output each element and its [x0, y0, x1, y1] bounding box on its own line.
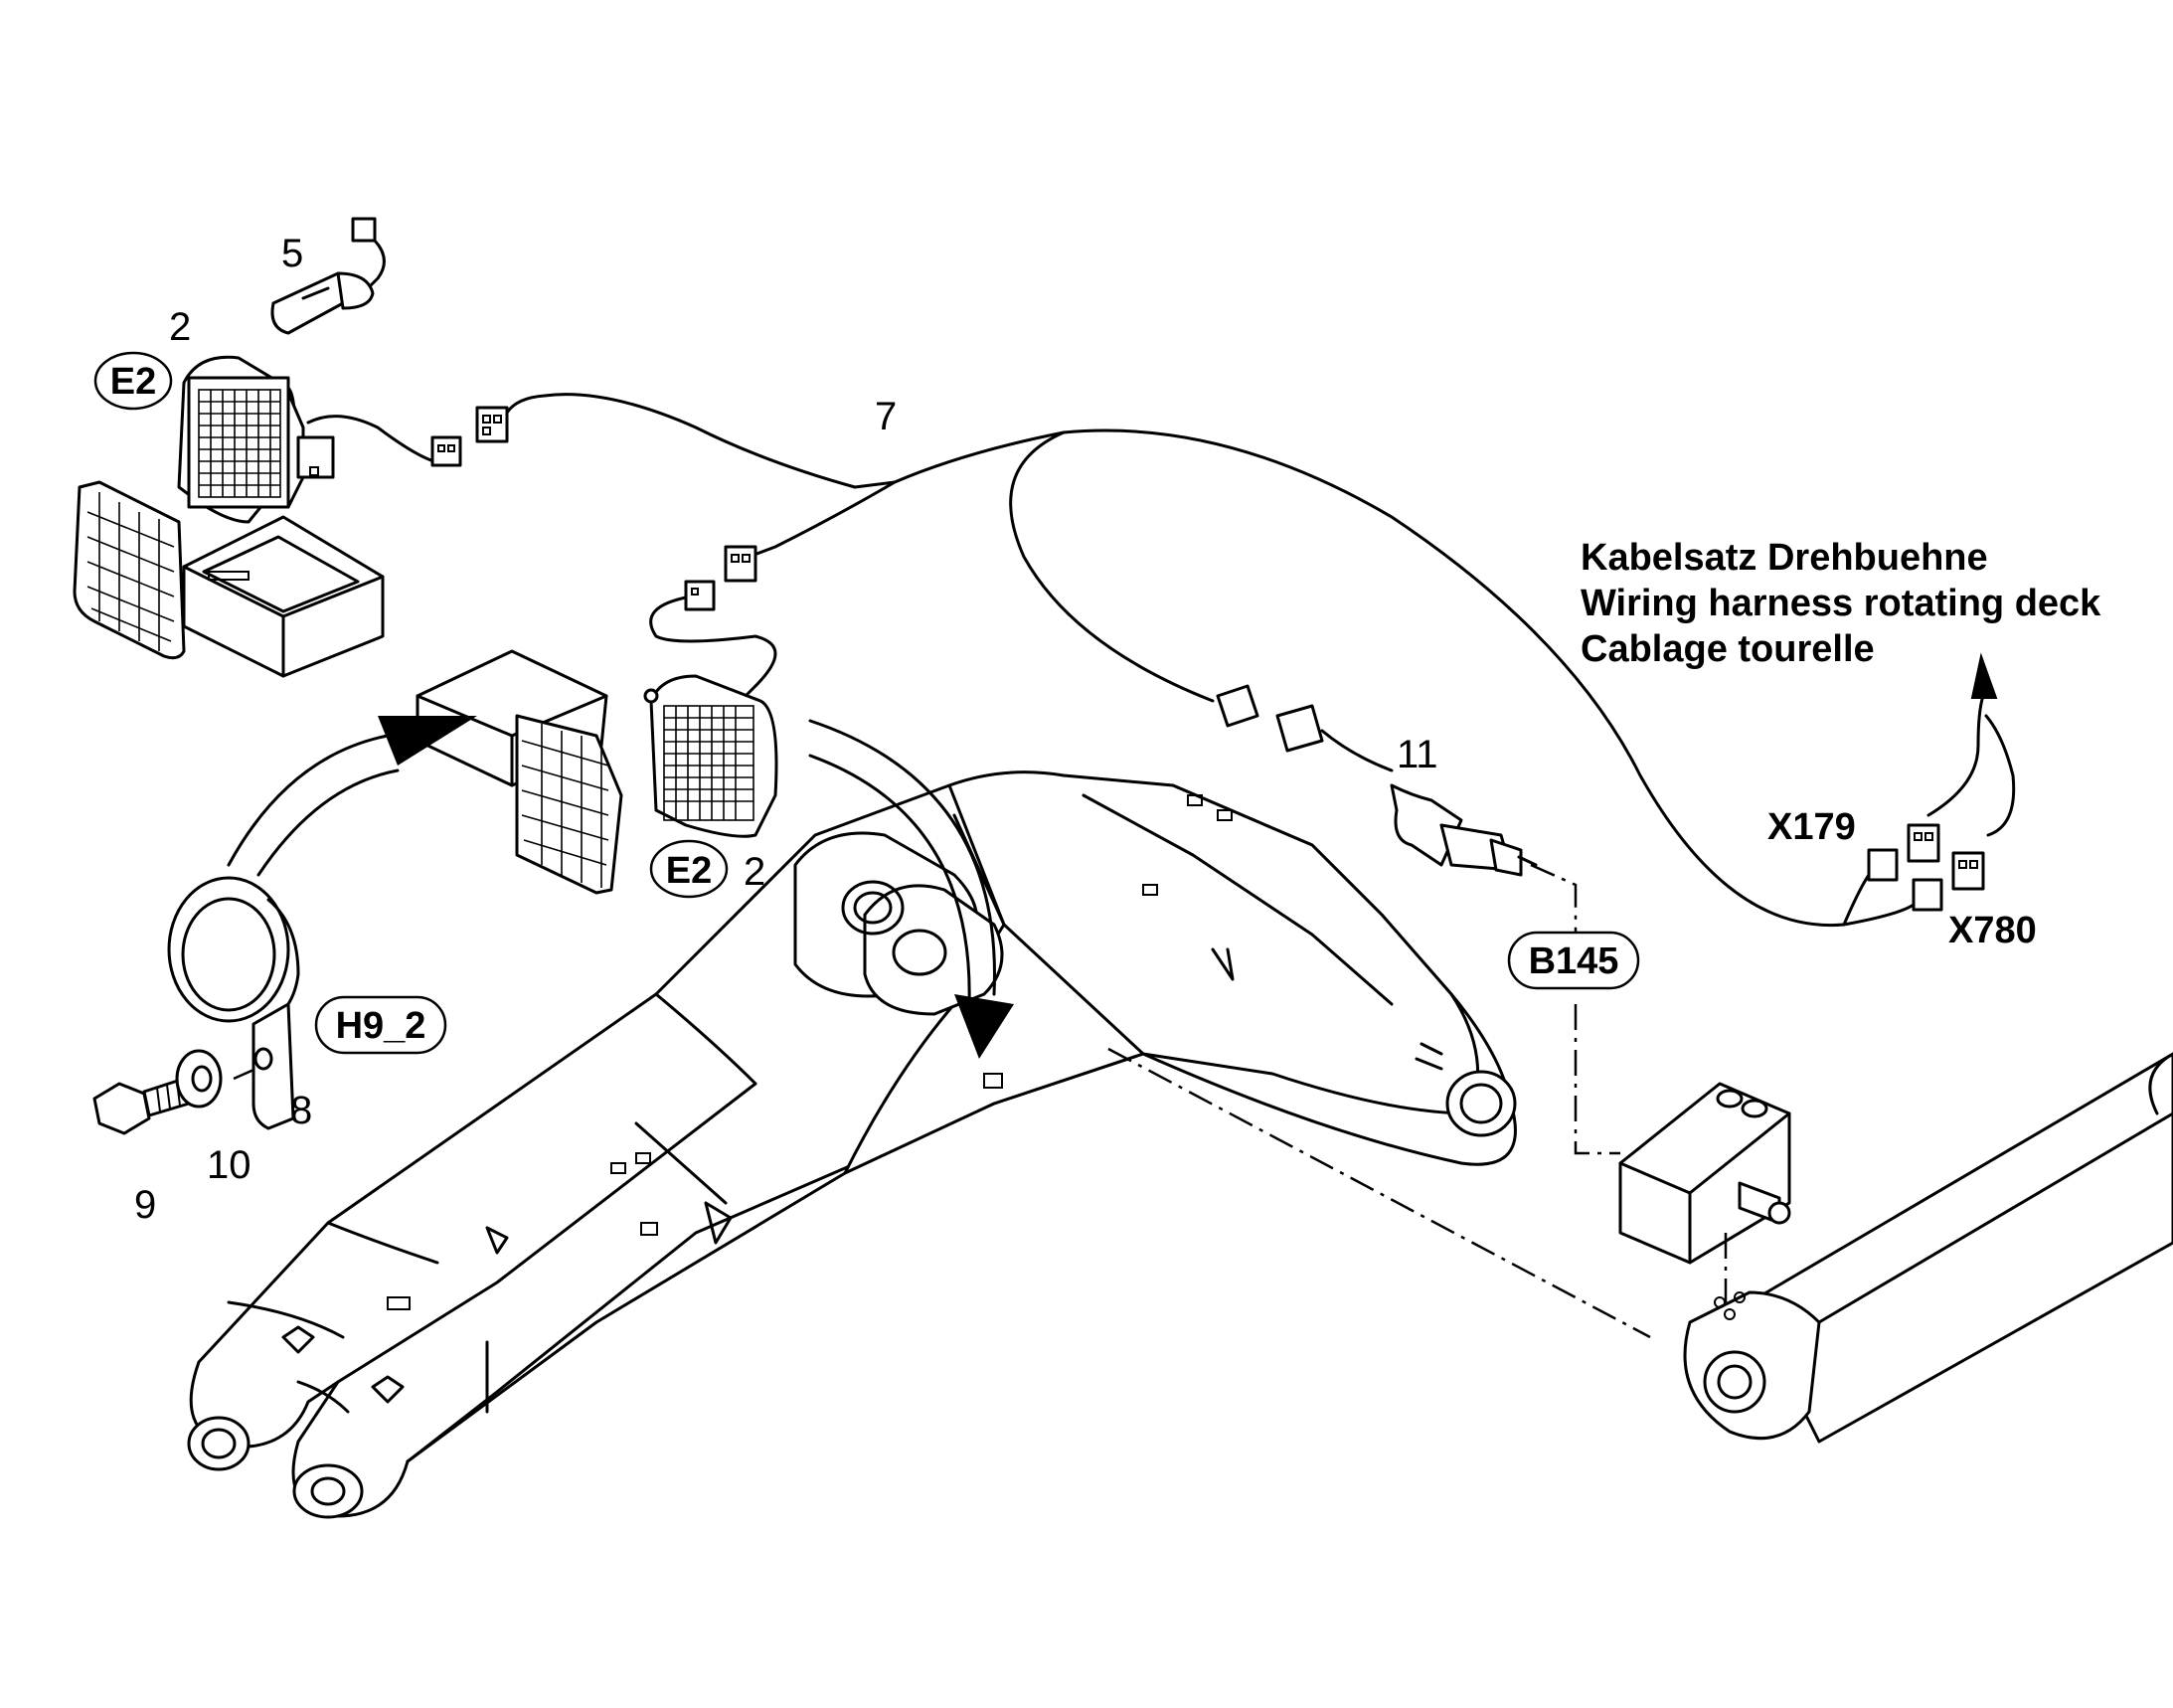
bubble-b145: B145	[1507, 931, 1640, 990]
valve-block-b145	[1618, 1082, 1791, 1265]
bubble-e2-mid-label: E2	[666, 850, 712, 892]
callout-2-top: 2	[169, 305, 191, 349]
connector-x179	[1867, 823, 1940, 882]
bubble-e2-top-label: E2	[110, 361, 156, 403]
washer	[175, 1049, 223, 1109]
wiring-harness	[306, 237, 2016, 928]
connector-x780	[1912, 851, 1985, 912]
hydraulic-cylinder	[1683, 1052, 2173, 1444]
callout-10: 10	[207, 1143, 251, 1187]
callout-11: 11	[1397, 733, 1438, 776]
connector-pair-top-lamp	[430, 406, 509, 467]
bubble-e2-mid: E2	[649, 839, 729, 899]
connector-label-x780: X780	[1948, 910, 2037, 951]
boom-arm	[187, 770, 1517, 1519]
bubble-b145-label: B145	[1529, 940, 1619, 982]
bubble-h9-2: H9_2	[314, 995, 447, 1055]
horn	[167, 876, 300, 1130]
lamp-bulb	[270, 217, 377, 335]
connector-pair-sensor	[1216, 684, 1394, 772]
assembly-arrows	[227, 716, 1014, 1059]
bubble-e2-top: E2	[93, 351, 173, 411]
harness-note-fr: Cablage tourelle	[1581, 628, 1875, 670]
harness-note-en: Wiring harness rotating deck	[1581, 583, 2101, 624]
connector-pair-mid	[684, 545, 757, 611]
callout-7: 7	[875, 395, 897, 438]
lamp-guard-mid	[416, 649, 623, 895]
work-lamp-top	[177, 355, 335, 524]
callout-2-mid: 2	[744, 850, 765, 894]
harness-note-de: Kabelsatz Drehbuehne	[1581, 537, 1988, 579]
pressure-sensor	[1390, 783, 1538, 877]
callout-8: 8	[290, 1089, 312, 1132]
bubble-h9-2-label: H9_2	[336, 1005, 426, 1047]
work-lamp-mid	[643, 674, 778, 838]
connector-label-x179: X179	[1767, 806, 1856, 848]
bolt	[92, 1077, 191, 1135]
harness-note: Kabelsatz Drehbuehne Wiring harness rota…	[1581, 537, 2101, 670]
callout-5: 5	[281, 232, 303, 275]
callout-9: 9	[134, 1183, 156, 1227]
lamp-guard-top	[73, 480, 385, 678]
harness-connectors	[430, 406, 1985, 912]
